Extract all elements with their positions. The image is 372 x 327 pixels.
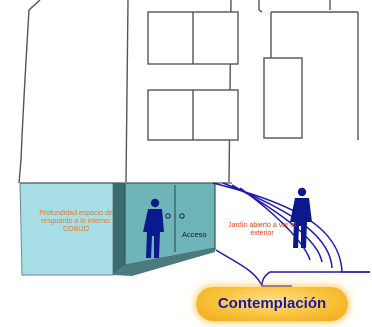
depth-label: Profundidad espacio de resguardo a lo in… [39,210,113,234]
person-silhouette-icon [143,198,164,258]
entrance-floor [113,248,215,276]
badge-text: Contemplación [217,295,327,312]
door-handle-icon [179,213,185,219]
storefront-depth [113,183,125,275]
access-label: Acceso [182,230,207,239]
door-handle-icon [165,213,171,219]
upper-window [147,11,239,65]
middle-window [147,89,239,141]
garden-label: Jardín abierto a ver el exterior [228,222,296,238]
contemplation-badge: Contemplación [196,287,348,321]
person-silhouette-icon [290,187,312,248]
side-panel [263,57,303,139]
